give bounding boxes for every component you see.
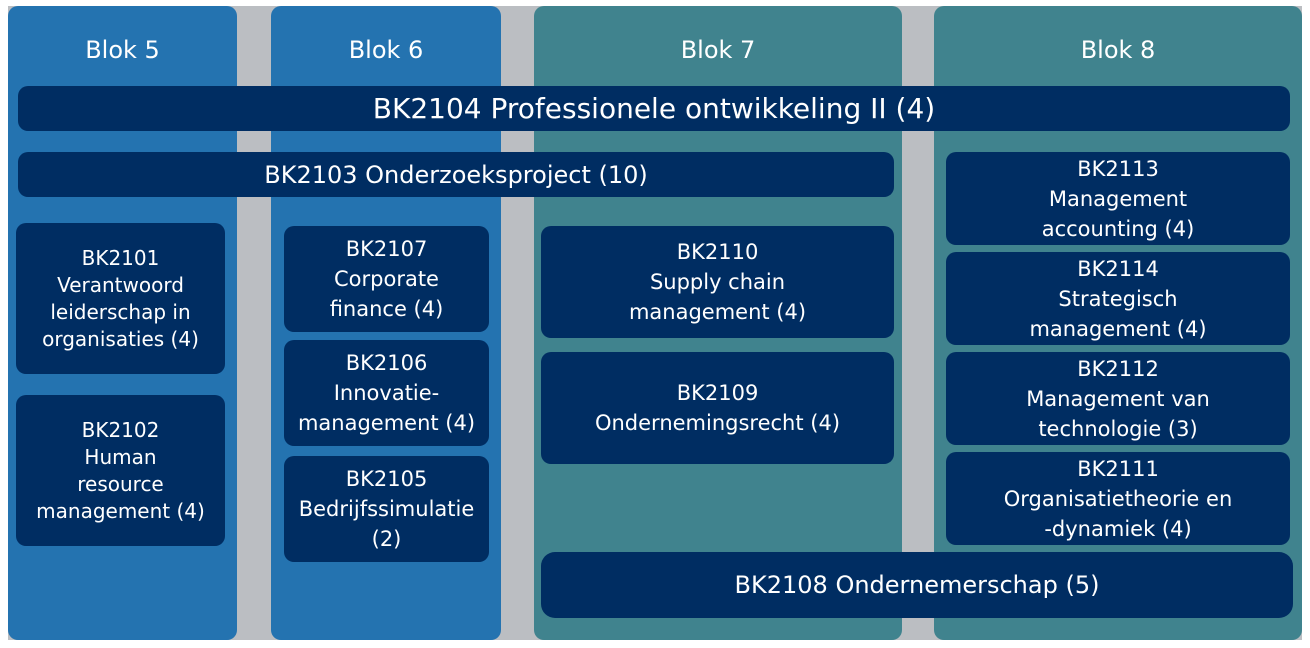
course-bk2106: BK2106 Innovatie- management (4) (284, 340, 489, 446)
course-bk2102-line-4: management (4) (36, 498, 205, 523)
course-bk2112-line-3: technologie (3) (1038, 416, 1198, 441)
course-bk2112-line-1: BK2112 (1077, 356, 1159, 381)
block-5-title: Blok 5 (85, 36, 160, 64)
course-bk2101-line-2: Verantwoord (57, 272, 184, 297)
course-bk2114: BK2114 Strategisch management (4) (946, 252, 1290, 345)
course-bk2112-line-2: Management van (1026, 386, 1210, 411)
block-6-title: Blok 6 (348, 36, 424, 64)
course-bk2111-line-3: -dynamiek (4) (1044, 516, 1192, 541)
course-bk2103-line-1: BK2103 Onderzoeksproject (10) (264, 160, 648, 189)
course-bk2109-line-1: BK2109 (676, 381, 759, 405)
course-bk2110: BK2110 Supply chain management (4) (541, 226, 894, 338)
course-bk2114-line-3: management (4) (1029, 316, 1207, 341)
course-bk2114-line-2: Strategisch (1058, 286, 1178, 311)
course-bk2101: BK2101 Verantwoord leiderschap in organi… (16, 223, 225, 374)
course-bk2106-line-3: management (4) (297, 411, 476, 435)
course-bk2101-line-3: leiderschap in (50, 299, 191, 324)
course-bk2104-line-1: BK2104 Professionele ontwikkeling II (4) (372, 92, 936, 125)
course-bk2106-line-1: BK2106 (345, 351, 428, 375)
block-7-title: Blok 7 (680, 36, 756, 64)
block-8-title: Blok 8 (1080, 36, 1156, 64)
course-bk2111-line-1: BK2111 (1077, 456, 1159, 481)
course-bk2113-line-3: accounting (4) (1041, 216, 1195, 241)
course-bk2103: BK2103 Onderzoeksproject (10) (18, 152, 894, 197)
course-bk2105-line-2: Bedrijfssimulatie (298, 497, 475, 521)
course-bk2107-line-2: Corporate (334, 267, 439, 291)
course-bk2108: BK2108 Ondernemerschap (5) (541, 552, 1293, 618)
course-bk2113: BK2113 Management accounting (4) (946, 152, 1290, 245)
course-bk2104: BK2104 Professionele ontwikkeling II (4) (18, 86, 1290, 131)
course-bk2114-line-1: BK2114 (1077, 256, 1159, 281)
course-bk2113-line-2: Management (1048, 186, 1188, 211)
course-bk2105: BK2105 Bedrijfssimulatie (2) (284, 456, 489, 562)
course-bk2107: BK2107 Corporate finance (4) (284, 226, 489, 332)
course-bk2111-line-2: Organisatietheorie en (1003, 486, 1233, 511)
course-bk2111: BK2111 Organisatietheorie en -dynamiek (… (946, 452, 1290, 545)
course-bk2107-line-1: BK2107 (345, 237, 428, 261)
course-bk2112: BK2112 Management van technologie (3) (946, 352, 1290, 445)
course-bk2105-line-3: (2) (371, 527, 402, 551)
course-bk2102-line-3: resource (77, 471, 164, 496)
course-bk2102-line-1: BK2102 (81, 417, 160, 442)
course-bk2105-line-1: BK2105 (345, 467, 428, 491)
course-bk2101-line-1: BK2101 (81, 245, 160, 270)
course-bk2110-line-2: Supply chain (649, 270, 786, 294)
course-bk2101-line-4: organisaties (4) (42, 326, 199, 351)
course-bk2113-line-1: BK2113 (1077, 156, 1159, 181)
course-bk2102-line-2: Human (84, 444, 157, 469)
course-bk2106-line-2: Innovatie- (333, 381, 440, 405)
course-bk2109: BK2109 Ondernemingsrecht (4) (541, 352, 894, 464)
course-bk2110-line-1: BK2110 (676, 240, 759, 264)
course-bk2108-line-1: BK2108 Ondernemerschap (5) (734, 571, 1100, 599)
course-bk2107-line-3: finance (4) (329, 297, 444, 321)
course-bk2109-line-2: Ondernemingsrecht (4) (594, 411, 841, 435)
course-bk2102: BK2102 Human resource management (4) (16, 395, 225, 546)
course-bk2110-line-3: management (4) (628, 300, 807, 324)
